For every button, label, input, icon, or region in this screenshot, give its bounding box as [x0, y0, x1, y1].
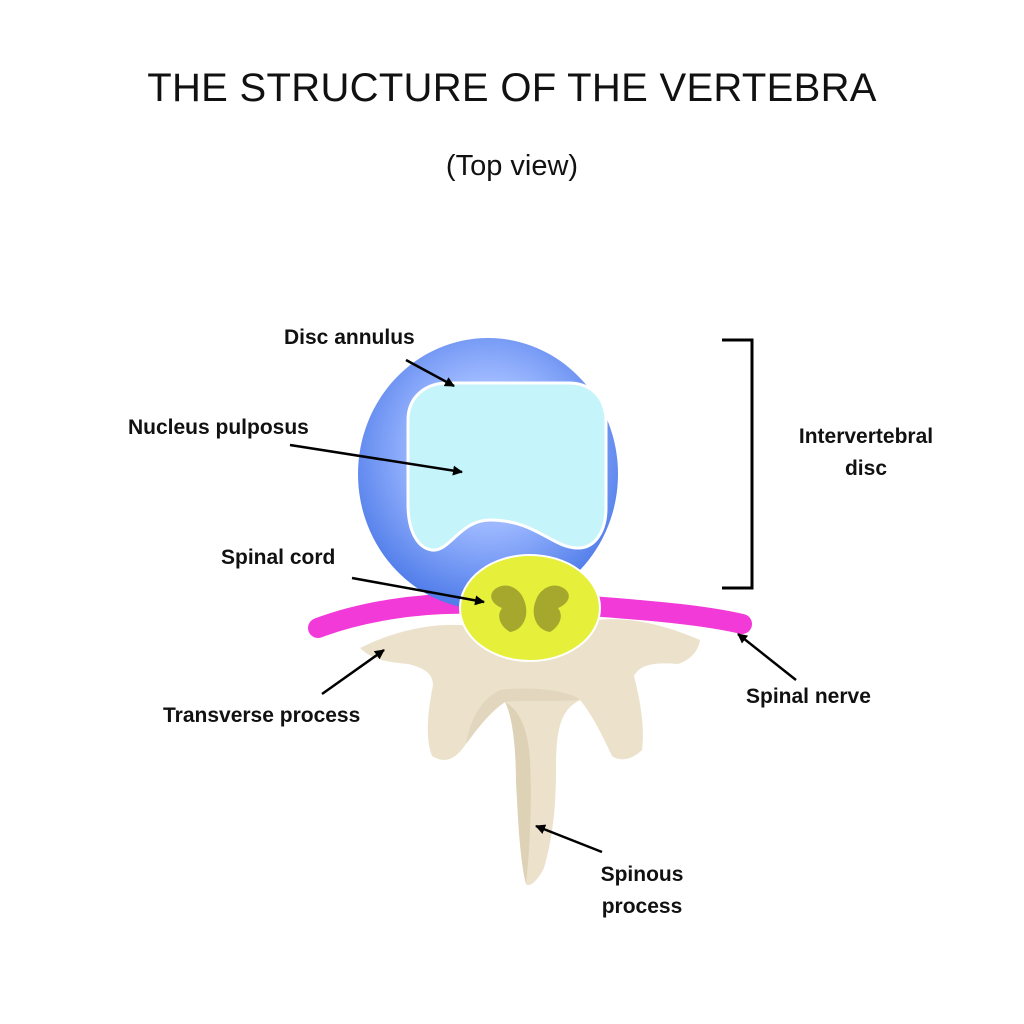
intervertebral-disc-bracket: [722, 338, 754, 590]
arrow-nucleus-pulposus: [289, 443, 463, 476]
arrow-spinal-nerve: [737, 633, 797, 681]
diagram-title: THE STRUCTURE OF THE VERTEBRA: [147, 66, 877, 110]
nucleus-pulposus-shape: [406, 381, 608, 552]
label-spinal-cord: Spinal cord: [221, 546, 336, 569]
vertebral-arch: [360, 619, 700, 886]
label-spinous-process: Spinous process: [582, 859, 702, 923]
vertebra-bone: [360, 619, 700, 886]
arch-shading: [505, 702, 531, 884]
intervertebral-disc: [358, 338, 618, 610]
spinal-cord-shape: [459, 554, 601, 662]
gray-matter-left: [491, 585, 527, 632]
label-arrows: [289, 358, 797, 854]
label-intervertebral-disc: Intervertebral disc: [776, 421, 956, 485]
spinal-nerve-right: [580, 596, 752, 634]
label-intervertebral-disc-line1: Intervertebral: [798, 425, 934, 448]
lamina-shading: [466, 688, 580, 744]
label-spinal-nerve: Spinal nerve: [746, 685, 871, 708]
label-transverse-process: Transverse process: [163, 704, 361, 727]
label-spinous-process-line1: Spinous: [600, 863, 684, 886]
spinal-cord: [459, 554, 601, 662]
arrow-disc-annulus: [405, 358, 455, 388]
arrow-spinal-cord: [351, 576, 485, 606]
diagram-subtitle: (Top view): [445, 150, 579, 182]
label-intervertebral-disc-line2: disc: [844, 457, 888, 480]
gray-matter-right: [533, 585, 569, 632]
arrow-transverse-process: [321, 648, 385, 696]
arrow-spinous-process: [535, 824, 603, 854]
label-spinous-process-line2: process: [601, 895, 683, 918]
label-nucleus-pulposus: Nucleus pulposus: [128, 416, 309, 439]
label-disc-annulus: Disc annulus: [284, 326, 415, 349]
spinal-nerve-left: [308, 593, 482, 638]
